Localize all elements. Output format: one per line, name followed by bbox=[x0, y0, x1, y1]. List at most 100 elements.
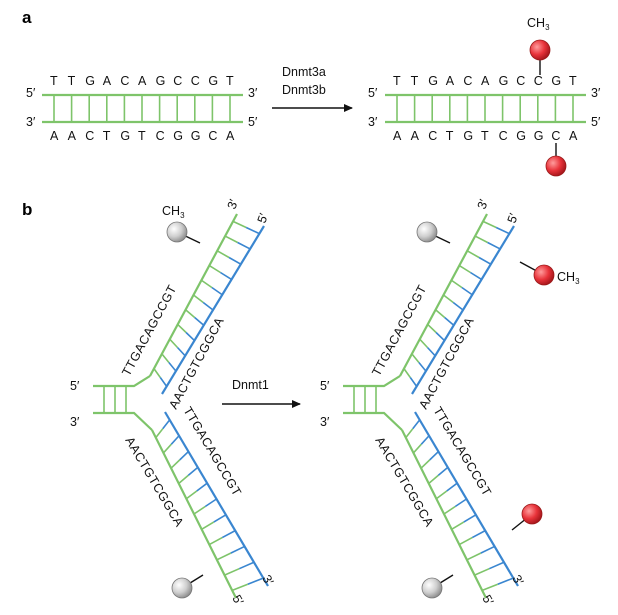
base-pair-rung bbox=[451, 521, 465, 530]
base-pair-rung bbox=[221, 529, 236, 539]
bottom-right-end-label: 5′ bbox=[591, 115, 601, 129]
parental-strand-5prime bbox=[343, 375, 401, 388]
parental-methyl-icon bbox=[171, 577, 193, 599]
bottom-strand-sequence: AACTGTCGGCA bbox=[393, 129, 578, 143]
base-pair-rung bbox=[412, 419, 421, 430]
parental-methyl-icon bbox=[421, 577, 443, 599]
base-pair-rung bbox=[411, 353, 420, 364]
methyl-group-icon bbox=[529, 39, 551, 61]
methyl-label: CH3 bbox=[162, 204, 185, 220]
base-pair-rung bbox=[224, 567, 240, 576]
top-left-end-label: 5′ bbox=[26, 86, 36, 100]
base-pair-rung bbox=[187, 466, 199, 477]
base-pair-rung bbox=[170, 435, 180, 445]
base-pair-rung bbox=[458, 536, 473, 546]
parental-strand-5prime bbox=[93, 375, 151, 388]
methyl-label: CH3 bbox=[557, 270, 580, 286]
fork-3prime-label: 3′ bbox=[70, 415, 80, 429]
upper-tip-3prime-label: 3′ bbox=[225, 197, 242, 211]
enzyme-dnmt1-label: Dnmt1 bbox=[232, 378, 269, 392]
base-pair-rung bbox=[231, 583, 249, 592]
base-pair-rung bbox=[466, 250, 480, 259]
base-pair-rung bbox=[216, 250, 230, 259]
base-pair-rung bbox=[153, 368, 161, 378]
methyl-label: CH3 bbox=[527, 16, 550, 32]
fork-3prime-label: 3′ bbox=[320, 415, 330, 429]
base-pair-rung bbox=[230, 545, 245, 554]
enzyme-dnmt3a-label: Dnmt3a bbox=[282, 65, 326, 79]
base-pair-rung bbox=[495, 226, 510, 235]
upper-tip-5prime-label: 5′ bbox=[505, 211, 522, 225]
bottom-strand-sequence: AACTGTCGGCA bbox=[50, 129, 235, 143]
new-methyl-group-icon bbox=[533, 264, 555, 286]
base-pair-rung bbox=[196, 482, 208, 492]
replication-fork-after: 5′3′TTGACAGCCGTAACTGTCGGCA3′5′TTGACAGCCG… bbox=[320, 197, 580, 608]
replication-fork-before: 5′3′TTGACAGCCGTAACTGTCGGCA3′5′TTGACAGCCG… bbox=[70, 197, 277, 608]
base-pair-rung bbox=[450, 279, 463, 289]
panel-b-label: b bbox=[22, 200, 32, 219]
base-pair-rung bbox=[176, 346, 186, 357]
base-pair-rung bbox=[194, 316, 205, 326]
base-pair-rung bbox=[426, 346, 436, 357]
base-pair-rung bbox=[247, 577, 264, 585]
base-pair-rung bbox=[435, 331, 446, 342]
base-pair-rung bbox=[428, 474, 439, 485]
panel-a-unmethylated-duplex: TTGACAGCCGT AACTGTCGGCA 5′ 3′ 3′ 5′ bbox=[26, 74, 258, 143]
base-pair-rung bbox=[208, 264, 221, 274]
parental-methyl-icon bbox=[416, 221, 438, 243]
top-left-end-label: 5′ bbox=[368, 86, 378, 100]
base-pair-rung bbox=[403, 368, 411, 378]
base-pair-rung bbox=[487, 241, 501, 250]
bottom-left-end-label: 3′ bbox=[368, 115, 378, 129]
lower-tip-5prime-label: 5′ bbox=[229, 593, 246, 609]
base-pair-rung bbox=[452, 301, 464, 311]
base-pair-rung bbox=[474, 235, 488, 244]
parental-strand-3prime bbox=[93, 411, 153, 431]
base-pair-rung bbox=[220, 271, 232, 281]
base-pair-rung bbox=[177, 323, 187, 334]
base-pair-rung bbox=[232, 220, 247, 229]
base-pair-rung bbox=[208, 536, 223, 546]
base-pair-rung bbox=[488, 561, 505, 570]
base-pair-rung bbox=[159, 377, 168, 387]
panel-a-methylated-duplex: TTGACAGCCGT AACTGTCGGCA 5′ 3′ 3′ 5′ CH3 bbox=[368, 16, 601, 177]
base-pair-rung bbox=[162, 419, 171, 430]
base-pair-rung bbox=[412, 443, 422, 454]
base-pair-rung bbox=[497, 577, 514, 585]
base-pair-rung bbox=[480, 545, 495, 554]
bottom-right-end-label: 5′ bbox=[248, 115, 258, 129]
base-pair-rung bbox=[237, 241, 251, 250]
parental-strand-3prime bbox=[343, 411, 403, 431]
base-pair-rung bbox=[435, 309, 446, 319]
upper-tip-5prime-label: 5′ bbox=[255, 211, 272, 225]
base-pair-rung bbox=[454, 498, 467, 508]
base-pair-rung bbox=[216, 552, 232, 561]
fork-5prime-label: 5′ bbox=[320, 379, 330, 393]
top-strand-sequence: TTGACAGCCGT bbox=[393, 74, 577, 88]
base-pair-rung bbox=[481, 583, 499, 592]
enzyme-dnmt3b-label: Dnmt3b bbox=[282, 83, 326, 97]
base-pair-rung bbox=[161, 353, 170, 364]
base-pair-rung bbox=[185, 309, 196, 319]
base-pair-rung bbox=[178, 474, 189, 485]
base-pair-rung bbox=[420, 435, 430, 445]
base-pair-rung bbox=[419, 338, 429, 349]
base-pair-rung bbox=[429, 450, 439, 461]
base-pair-rung bbox=[446, 482, 458, 492]
base-pair-rung bbox=[211, 286, 223, 296]
base-pair-rung bbox=[228, 256, 242, 265]
base-pair-rung bbox=[168, 361, 177, 372]
fork-5prime-label: 5′ bbox=[70, 379, 80, 393]
base-pair-rung bbox=[224, 235, 238, 244]
base-pair-rung bbox=[179, 450, 189, 461]
base-pair-rung bbox=[193, 505, 206, 515]
upper-tip-3prime-label: 3′ bbox=[475, 197, 492, 211]
base-pair-rung bbox=[201, 521, 215, 530]
base-pair-rung bbox=[200, 279, 213, 289]
base-pair-rung bbox=[170, 459, 181, 469]
panel-a-reaction-arrow: Dnmt3a Dnmt3b bbox=[272, 65, 353, 112]
top-strand-sequence: TTGACAGCCGT bbox=[50, 74, 234, 88]
base-pair-rung bbox=[169, 338, 179, 349]
new-methyl-group-icon bbox=[521, 503, 543, 525]
